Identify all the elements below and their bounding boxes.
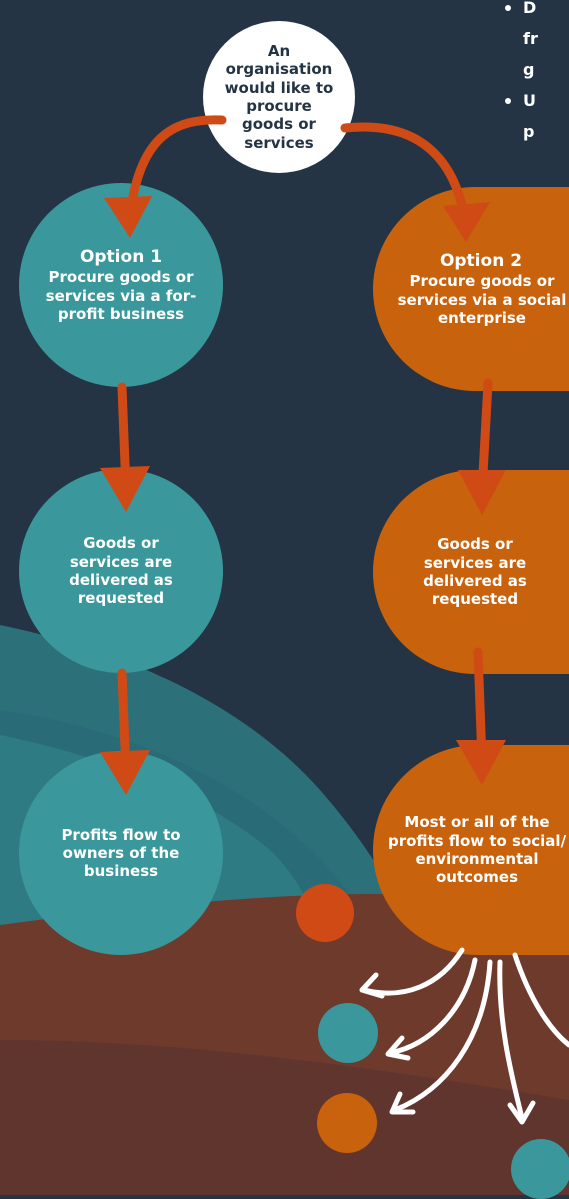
- outcome-dot-teal: [318, 1003, 378, 1063]
- option2-circle: Option 2 Procure goods or services via a…: [373, 187, 569, 391]
- outcome-dot-red: [296, 884, 354, 942]
- option1-heading: Option 1: [79, 246, 163, 267]
- start-circle: An organisation would like to procure go…: [203, 21, 355, 173]
- bullet-item: D: [495, 0, 538, 23]
- option1-delivered-text: Goods or services are delivered as reque…: [69, 534, 173, 608]
- bullet-dot-icon: [505, 98, 511, 104]
- outcome-dot-teal-2: [511, 1139, 569, 1199]
- option2-delivered-text: Goods or services are delivered as reque…: [423, 535, 527, 609]
- option1-delivered-circle: Goods or services are delivered as reque…: [19, 469, 223, 673]
- option2-outcomes-text: Most or all of the profits flow to socia…: [387, 813, 567, 887]
- option1-text: Procure goods or services via a for-prof…: [45, 268, 197, 324]
- option2-heading: Option 2: [439, 250, 523, 271]
- bullet-item: U: [495, 85, 538, 116]
- outcome-dot-orange: [317, 1093, 377, 1153]
- start-text: An organisation would like to procure go…: [224, 42, 334, 152]
- bullet-continuation: fr: [523, 29, 538, 48]
- bullet-list: D fr g U p: [495, 0, 538, 147]
- option2-text: Procure goods or services via a social e…: [397, 272, 567, 328]
- option1-circle: Option 1 Procure goods or services via a…: [19, 183, 223, 387]
- bullet-continuation: g: [523, 60, 535, 79]
- option2-delivered-circle: Goods or services are delivered as reque…: [373, 470, 569, 674]
- bullet-dot-icon: [505, 5, 511, 11]
- bullet-continuation: p: [523, 122, 535, 141]
- option2-outcomes-circle: Most or all of the profits flow to socia…: [373, 745, 569, 955]
- option1-profits-text: Profits flow to owners of the business: [61, 825, 181, 881]
- option1-profits-circle: Profits flow to owners of the business: [19, 751, 223, 955]
